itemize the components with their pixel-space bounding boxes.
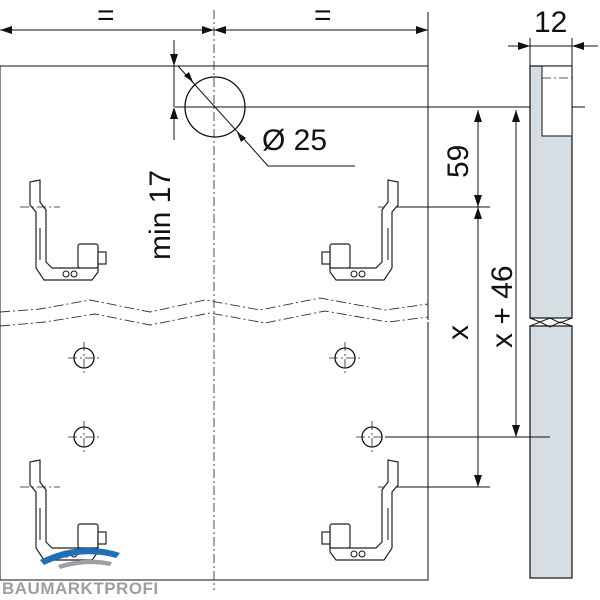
bracket-top-right — [321, 179, 399, 281]
extension-lines — [378, 206, 550, 488]
dim-x-label: x — [442, 325, 475, 340]
side-thickness-dimension — [508, 38, 598, 66]
hole-diameter-label: Ø 25 — [262, 124, 327, 157]
break-lines — [0, 297, 429, 327]
dim-x — [474, 207, 482, 487]
dim-x-plus-46 — [512, 110, 520, 437]
min-offset-dimension — [170, 40, 178, 140]
side-panel — [529, 65, 573, 579]
min-offset-label: min 17 — [144, 170, 177, 260]
equal-label-left: = — [97, 0, 115, 32]
mounting-holes — [68, 342, 388, 453]
equal-label-right: = — [314, 0, 332, 32]
logo-text: BAUMARKTPROFI — [2, 579, 159, 598]
bracket-top-left — [19, 179, 107, 281]
dim-x-plus-46-label: x + 46 — [486, 265, 519, 348]
side-thickness-label: 12 — [534, 6, 567, 39]
dim-59 — [474, 110, 482, 207]
baumarktprofi-logo: BAUMARKTPROFI — [2, 547, 159, 598]
bracket-bottom-left — [19, 459, 107, 561]
bracket-bottom-right — [321, 459, 399, 561]
hinge-cup-hole — [175, 65, 585, 167]
equal-dimension-lines — [0, 12, 429, 66]
dim-59-label: 59 — [442, 145, 475, 178]
logo-swoosh-icon — [40, 547, 120, 565]
